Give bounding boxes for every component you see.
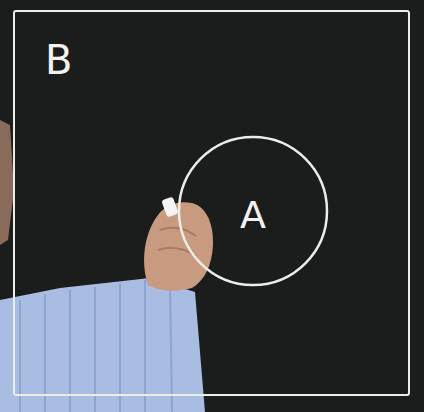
person-edge <box>0 120 14 245</box>
shirt-sleeve <box>0 278 205 412</box>
circle-outline <box>179 137 327 285</box>
set-label: A <box>240 196 266 234</box>
chalk-piece <box>161 196 178 217</box>
universe-rectangle: BA <box>13 10 410 396</box>
finger-crease <box>160 228 196 236</box>
sleeve-stripes <box>20 280 172 412</box>
set-circle: A <box>177 135 329 287</box>
set-label: B <box>45 40 72 80</box>
